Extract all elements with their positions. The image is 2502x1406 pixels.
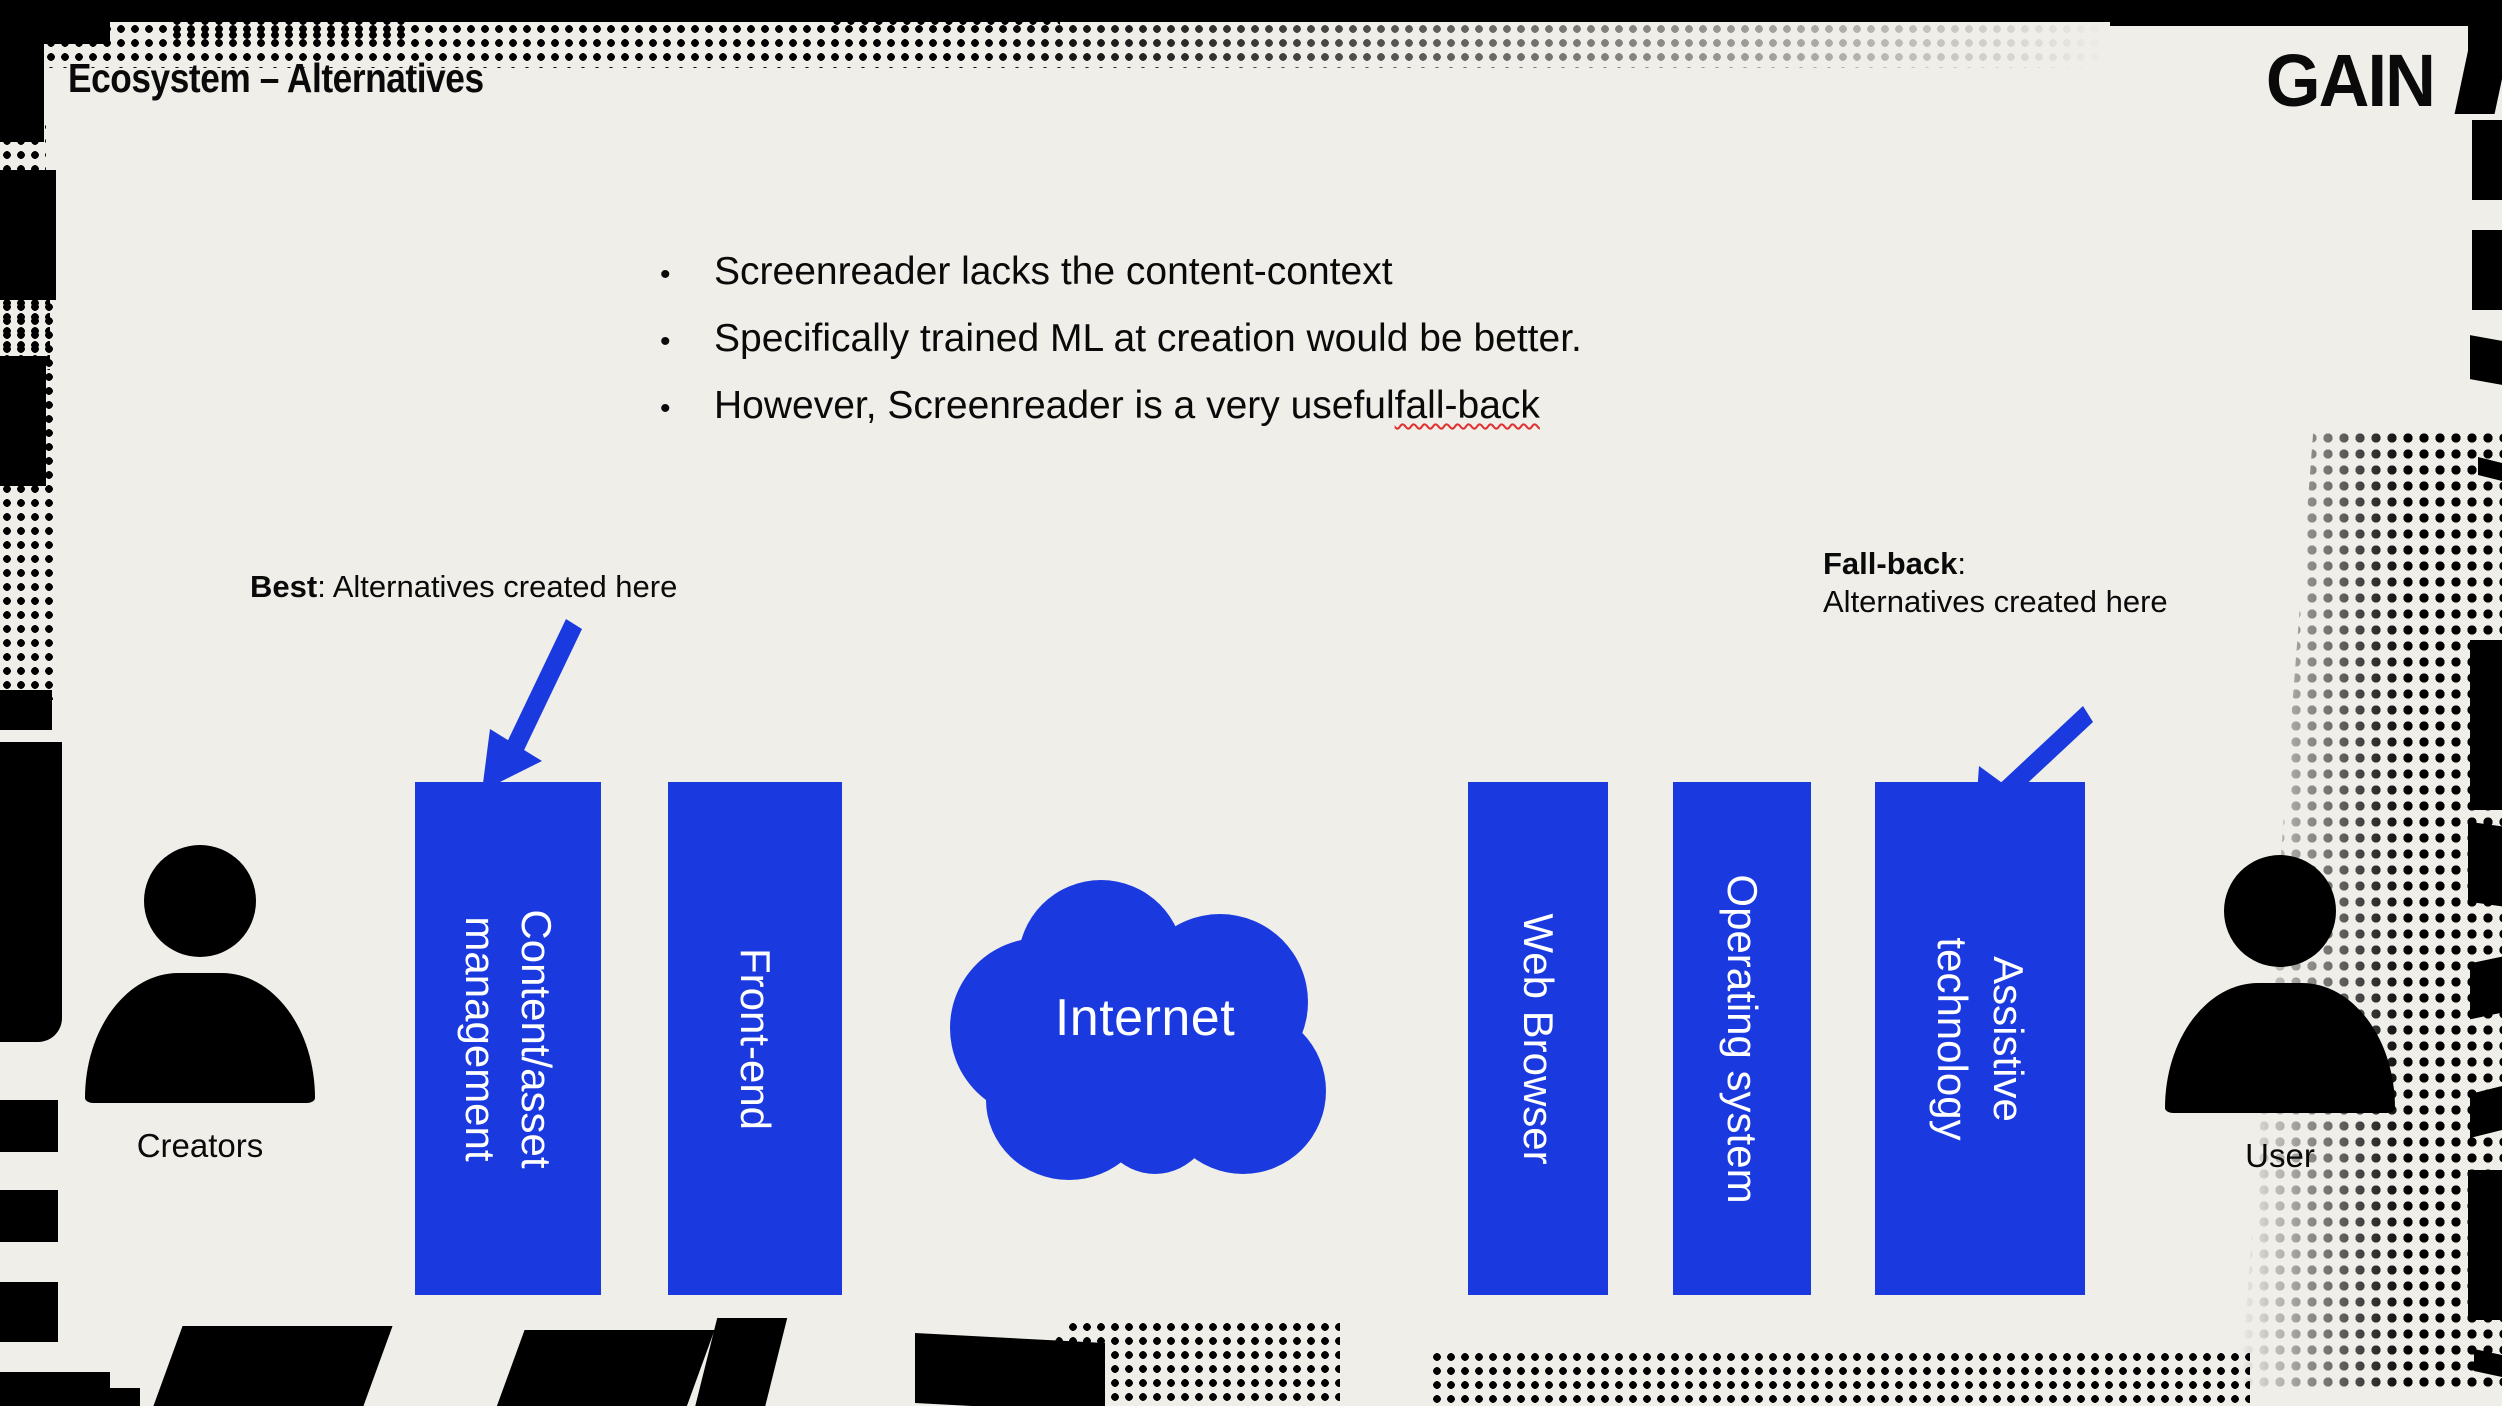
page-title: Ecosystem – Alternatives <box>68 55 484 101</box>
frame-left-block-5 <box>0 742 62 1042</box>
bullet-list: • Screenreader lacks the content-context… <box>660 240 1582 441</box>
frame-left-block-6 <box>0 1100 58 1152</box>
frame-right-block-2 <box>2454 44 2502 114</box>
bullet-dot-icon: • <box>660 392 671 425</box>
frame-right-block-6 <box>2478 457 2502 481</box>
frame-right-block-4 <box>2472 230 2502 310</box>
annotation-fallback-separator: : <box>1957 546 1967 581</box>
bullet-text: However, Screenreader is a very useful <box>714 384 1395 427</box>
gain-logo: GAIN <box>2265 39 2436 122</box>
frame-top-halftone-b <box>830 0 1060 30</box>
annotation-best-separator: : <box>317 569 333 604</box>
frame-bottom-shape-4 <box>915 1333 1105 1406</box>
box-front-end[interactable]: Front-end <box>668 782 842 1295</box>
box-operating-system[interactable]: Operating system <box>1673 782 1811 1295</box>
box-label: Assistive technology <box>1929 936 2032 1141</box>
user-group: User <box>2140 855 2420 1185</box>
bullet-text: Screenreader lacks the content-context <box>714 250 1393 293</box>
frame-right-block-9 <box>2470 956 2502 1020</box>
frame-right-block-3 <box>2472 120 2502 200</box>
internet-cloud: Internet <box>950 880 1340 1180</box>
list-item: • Screenreader lacks the content-context <box>660 240 1582 307</box>
frame-right-block-11 <box>2468 1170 2502 1320</box>
frame-left-halftone-2 <box>0 296 50 370</box>
frame-right-block-12 <box>2474 1349 2502 1377</box>
frame-bottom-shape-3 <box>694 1318 788 1406</box>
cloud-puff-icon <box>1090 1020 1220 1174</box>
frame-top-left-block <box>0 0 110 44</box>
frame-right-block-8 <box>2468 821 2502 907</box>
box-label: Content/asset management <box>457 908 560 1169</box>
frame-right-block-5 <box>2470 335 2502 385</box>
frame-left-block-1 <box>0 22 44 142</box>
misspelled-word: fall-back <box>1394 384 1540 427</box>
annotation-best-text: Alternatives created here <box>332 569 678 604</box>
person-body-icon <box>2165 983 2395 1113</box>
person-head-icon <box>144 845 256 957</box>
list-item: • Specifically trained ML at creation wo… <box>660 307 1582 374</box>
annotation-fallback-text: Alternatives created here <box>1823 584 2168 619</box>
frame-bottom-left-block <box>0 1388 140 1406</box>
person-body-icon <box>85 973 315 1103</box>
frame-left-block-2 <box>0 170 56 300</box>
frame-left-block-7 <box>0 1190 58 1242</box>
frame-top-bar <box>0 0 2502 22</box>
frame-top-halftone-a <box>170 0 410 46</box>
frame-top-right-block <box>2110 0 2502 26</box>
box-assistive-technology[interactable]: Assistive technology <box>1875 782 2085 1295</box>
frame-bottom-halftone-1 <box>1010 1320 1340 1406</box>
frame-bottom-shape-2 <box>495 1330 715 1406</box>
frame-left-block-3 <box>0 356 46 486</box>
frame-bottom-shape-1 <box>153 1326 393 1406</box>
annotation-best: Best: Alternatives created here <box>250 568 677 606</box>
annotation-fallback: Fall-back: Alternatives created here <box>1823 545 2253 621</box>
bullet-text: Specifically trained ML at creation woul… <box>714 317 1582 360</box>
person-head-icon <box>2224 855 2336 967</box>
internet-label: Internet <box>1054 989 1236 1047</box>
frame-left-block-8 <box>0 1282 58 1342</box>
box-label: Operating system <box>1719 873 1766 1204</box>
frame-right-block-1 <box>2468 0 2502 70</box>
box-label: Web Browser <box>1515 912 1562 1165</box>
box-web-browser[interactable]: Web Browser <box>1468 782 1608 1295</box>
arrow-best-icon <box>482 619 582 791</box>
annotation-fallback-label: Fall-back <box>1823 546 1958 581</box>
frame-left-block-9 <box>0 1372 110 1406</box>
bullet-dot-icon: • <box>660 325 671 358</box>
bullet-dot-icon: • <box>660 258 671 291</box>
box-label: Front-end <box>732 947 779 1130</box>
user-label: User <box>2245 1137 2315 1174</box>
list-item: • However, Screenreader is a very useful… <box>660 374 1582 441</box>
annotation-best-label: Best <box>250 569 318 604</box>
frame-left-block-4 <box>0 690 52 730</box>
creators-label: Creators <box>136 1127 264 1164</box>
box-content-asset-management[interactable]: Content/asset management <box>415 782 601 1295</box>
frame-left-halftone-3 <box>0 300 58 700</box>
frame-right-block-7 <box>2470 640 2502 810</box>
creators-group: Creators <box>60 845 340 1175</box>
frame-left-halftone-1 <box>0 120 46 180</box>
frame-right-block-10 <box>2470 1086 2502 1138</box>
frame-bottom-halftone-2 <box>1430 1350 2250 1406</box>
